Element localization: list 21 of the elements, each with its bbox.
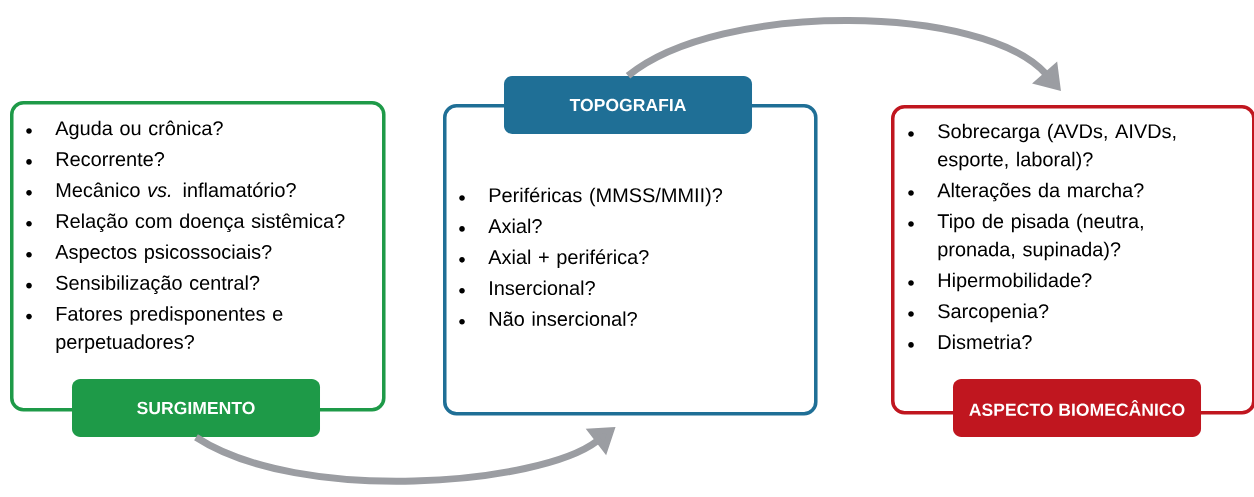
bullet-item: Sensibilização central? bbox=[56, 275, 260, 294]
heading-tab: TOPOGRAFIA bbox=[504, 76, 752, 134]
bullet-item: Relação com doença sistêmica? bbox=[56, 213, 345, 233]
bullet-item: Recorrente? bbox=[56, 152, 165, 167]
bullet-item: Mecânico vs. inflamatório? bbox=[56, 182, 296, 198]
bullet-item: Tipo de pisada (neutra, pronada, supinada)? bbox=[937, 213, 1143, 261]
heading-tab: SURGIMENTO bbox=[72, 379, 320, 437]
heading-tab: ASPECTO BIOMECÂNICO bbox=[953, 379, 1201, 437]
bullet-item: Hipermobilidade? bbox=[938, 272, 1092, 292]
bullet-item: Aguda ou crônica? bbox=[55, 120, 223, 140]
bullet-item: Alterações da marcha? bbox=[937, 182, 1144, 202]
bullet-item: Dismetria? bbox=[938, 334, 1032, 350]
bullet-item: Periféricas (MMSS/MMII)? bbox=[489, 187, 723, 207]
bullet-item: Não insercional? bbox=[489, 311, 637, 326]
bullet-item: Insercional? bbox=[490, 280, 595, 296]
bullet-item: Axial + periférica? bbox=[488, 249, 649, 269]
bullet-item: Axial? bbox=[488, 218, 542, 234]
bullet-item: Aspectos psicossociais? bbox=[55, 244, 272, 263]
bullet-item: Fatores predisponentes e perpetuadores? bbox=[56, 306, 283, 353]
bullet-item: Sobrecarga (AVDs, AIVDs, esporte, laboral)? bbox=[938, 123, 1176, 171]
bullet-item: Sarcopenia? bbox=[938, 303, 1049, 323]
